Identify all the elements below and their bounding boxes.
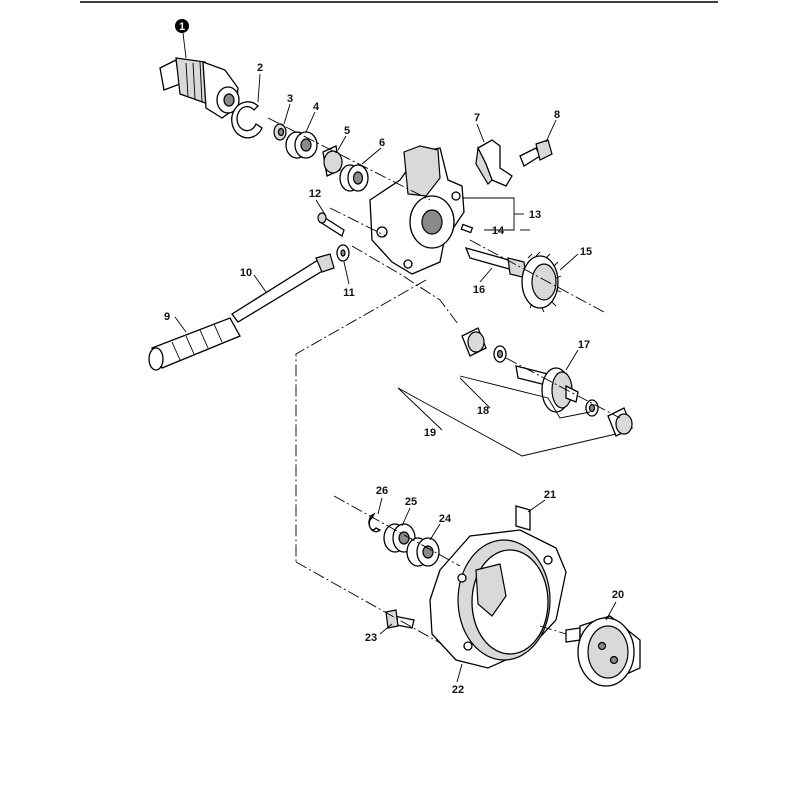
- callout-25: 25: [405, 496, 417, 508]
- part-3-ring: [273, 123, 287, 141]
- part-18-washer-right: [585, 399, 599, 417]
- part-2-circlip: [231, 101, 263, 139]
- part-15-gear: [521, 251, 562, 313]
- callout-labels: 1 2 3 4 5 6 7 8 9 10 11 12 13 14 15 16 1…: [164, 19, 624, 696]
- callout-22: 22: [452, 684, 464, 696]
- callout-7: 7: [474, 112, 480, 124]
- part-16-spindle: [464, 247, 527, 279]
- callout-23: 23: [365, 632, 377, 644]
- callout-12: 12: [309, 188, 321, 200]
- callout-21: 21: [544, 489, 556, 501]
- part-7-bracket: [475, 139, 513, 187]
- leader-lines: [174, 32, 617, 683]
- part-17-shaft-gear: [515, 365, 579, 413]
- callout-11: 11: [343, 287, 355, 299]
- callout-14: 14: [492, 225, 505, 237]
- callout-24: 24: [439, 513, 452, 525]
- part-20-clutch-drum: [565, 615, 641, 687]
- part-1-drill-chuck: [159, 57, 240, 119]
- callout-9: 9: [164, 311, 170, 323]
- part-5-sleeve: [322, 145, 343, 177]
- callout-15: 15: [580, 246, 592, 258]
- part-26-circlip: [368, 512, 382, 533]
- callout-16: 16: [473, 284, 485, 296]
- part-22-clutch-housing: [429, 529, 567, 669]
- callout-5: 5: [344, 125, 350, 137]
- callout-17: 17: [578, 339, 590, 351]
- callout-20: 20: [612, 589, 624, 601]
- part-14-pin: [460, 223, 474, 234]
- callout-8: 8: [554, 109, 560, 121]
- part-12-screw: [317, 212, 345, 237]
- callout-1: 1: [179, 21, 185, 33]
- part-8-bolt: [519, 139, 553, 167]
- part-4-bearing: [285, 131, 318, 159]
- part-9-grip: [148, 317, 241, 371]
- part-11-washer: [336, 244, 350, 262]
- assembly-lines: [267, 117, 621, 645]
- part-10-shaft: [231, 253, 335, 323]
- part-24-bearing: [406, 537, 440, 567]
- callout-19: 19: [424, 427, 436, 439]
- callout-4: 4: [313, 101, 320, 113]
- callout-26: 26: [376, 485, 388, 497]
- part-19-sleeve-left: [461, 327, 487, 357]
- part-6-bearing: [339, 164, 369, 192]
- part-19-sleeve-right: [607, 407, 633, 437]
- callout-6: 6: [379, 137, 385, 149]
- callout-3: 3: [287, 93, 293, 105]
- gear-housing: [369, 145, 465, 275]
- part-18-washer-left: [493, 345, 507, 363]
- callout-18: 18: [477, 405, 489, 417]
- callout-1-badge: [175, 19, 189, 33]
- part-21-label: [515, 505, 531, 531]
- callout-10: 10: [240, 267, 252, 279]
- callout-13: 13: [529, 209, 541, 221]
- callout-2: 2: [257, 62, 263, 74]
